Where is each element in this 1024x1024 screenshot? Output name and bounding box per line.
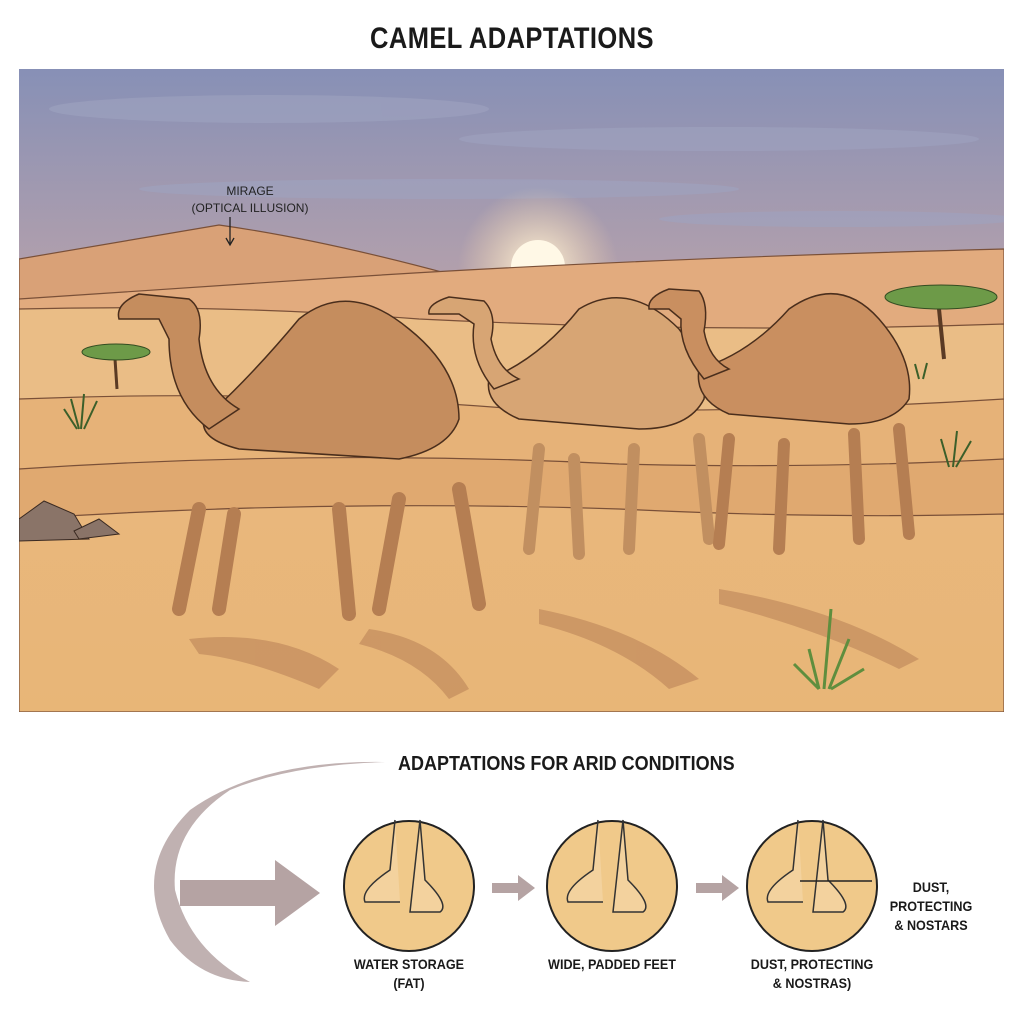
circle-padded-feet (546, 819, 678, 952)
mirage-label: MIRAGE (OPTICAL ILLUSION) (185, 183, 315, 217)
adaptations-diagram (154, 761, 878, 982)
caption-line2: & NOSTRAS) (772, 975, 852, 991)
circle-nostrils (746, 819, 878, 952)
camel-3 (648, 288, 915, 555)
tree-left (81, 343, 151, 390)
clouds (49, 95, 1004, 227)
arrow-small-1 (492, 875, 535, 901)
caption-padded-feet: WIDE, PADDED FEET (545, 955, 680, 974)
caption-line1: WATER STORAGE (353, 956, 465, 972)
arrow-small-2 (696, 875, 739, 901)
callout-line2: & NOSTARS (894, 917, 968, 933)
mirage-label-line2: (OPTICAL ILLUSION) (191, 201, 309, 215)
circle-water-storage (343, 819, 475, 952)
page-title: CAMEL ADAPTATIONS (370, 22, 654, 55)
callout-line1: DUST, PROTECTING (889, 879, 973, 914)
caption-line2: (FAT) (393, 975, 425, 991)
mirage-arrow (225, 217, 235, 247)
tree-right (884, 284, 998, 360)
desert-scene (19, 69, 1004, 712)
rocks (19, 500, 121, 542)
shrubs (63, 362, 972, 691)
arrow-large (180, 860, 320, 926)
caption-nostrils: DUST, PROTECTING & NOSTRAS) (749, 955, 875, 993)
callout-label: DUST, PROTECTING & NOSTARS (882, 878, 981, 935)
caption-water-storage: WATER STORAGE (FAT) (351, 955, 468, 993)
caption-line1: DUST, PROTECTING (750, 956, 874, 972)
shadows (189, 589, 919, 699)
mirage-label-line1: MIRAGE (226, 184, 274, 198)
adaptations-heading: ADAPTATIONS FOR ARID CONDITIONS (398, 753, 735, 775)
caption-line1: WIDE, PADDED FEET (548, 956, 676, 972)
camel-1 (117, 293, 486, 621)
